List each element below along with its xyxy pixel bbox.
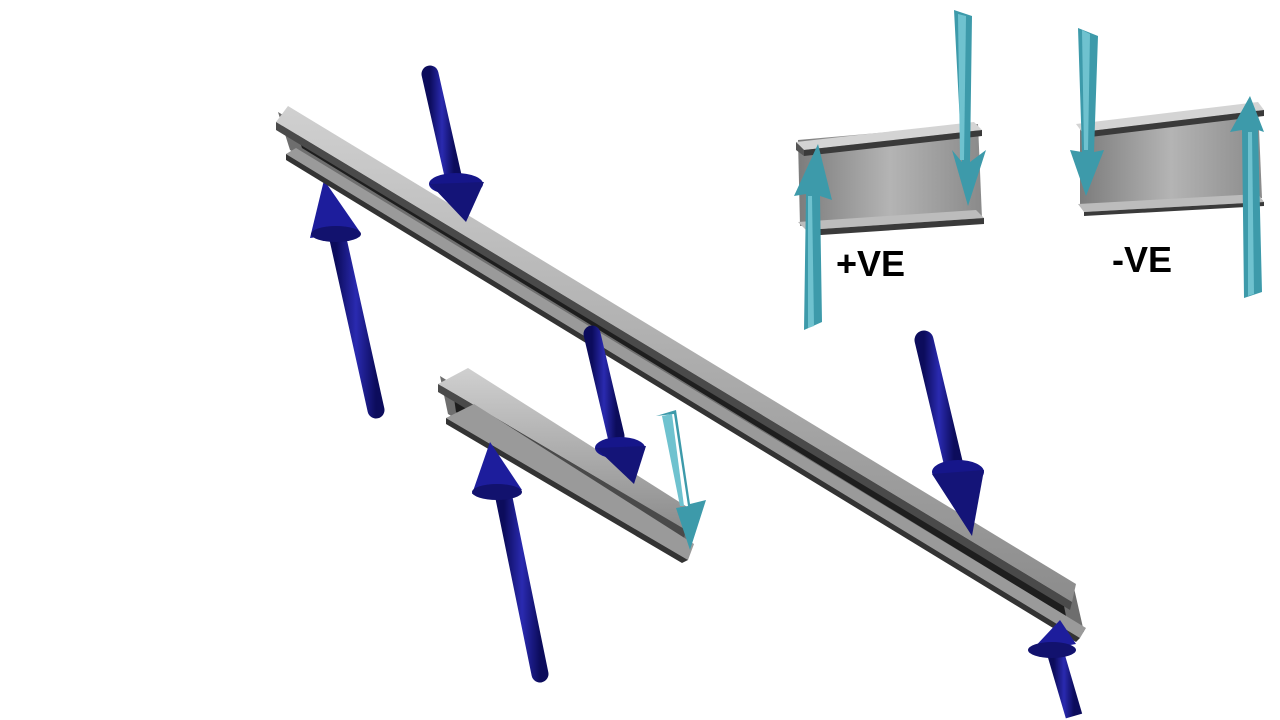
shear-arrow-cut [656,410,706,550]
load-arrow-3 [914,330,984,536]
positive-shear-inset [794,10,986,330]
negative-shear-inset [1070,28,1264,298]
reaction-arrow-short-beam [472,442,549,683]
short-i-beam [438,368,694,563]
positive-shear-label: +VE [836,243,905,284]
reaction-arrow-right [1028,620,1083,719]
load-arrow-2 [583,325,646,484]
reaction-arrow-left [310,180,385,419]
load-arrow-1 [421,65,484,222]
long-i-beam [276,106,1086,642]
negative-shear-label: -VE [1112,239,1172,280]
